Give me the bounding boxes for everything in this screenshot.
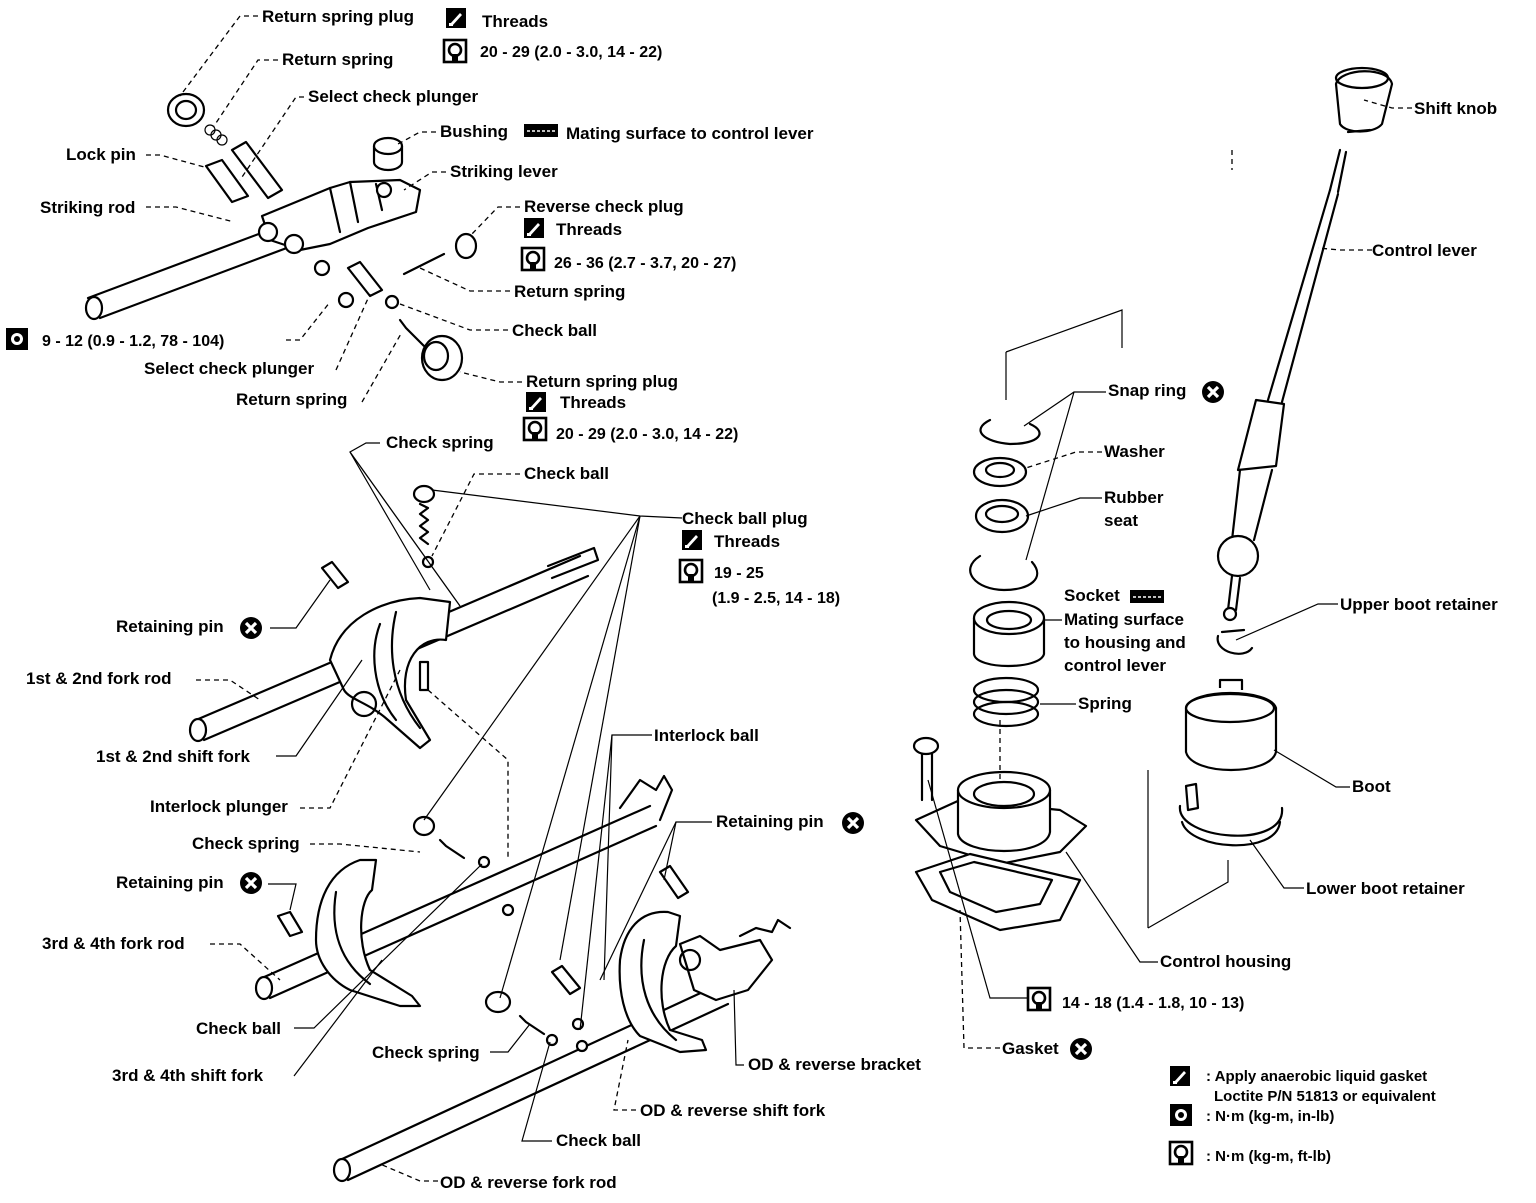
- replace-x-icon: [1068, 1036, 1094, 1062]
- label-rubber-seat-1: Rubber: [1104, 488, 1164, 507]
- label-retaining-pin-2: Retaining pin: [716, 812, 824, 831]
- label-socket-mating-3: control lever: [1064, 656, 1166, 675]
- replace-x-icon: [1200, 379, 1226, 405]
- label-check-ball-plug: Check ball plug: [682, 509, 808, 528]
- label-return-spring-bottom: Return spring: [236, 390, 347, 409]
- label-return-spring-top: Return spring: [282, 50, 393, 69]
- label-interlock-plunger: Interlock plunger: [150, 797, 288, 816]
- torque-ftlb-icon: [1026, 986, 1052, 1012]
- labels-right: Shift knob Control lever Snap ring Washe…: [1002, 99, 1498, 1062]
- threads-gasket-icon: [1170, 1066, 1190, 1086]
- label-threads-1: Threads: [482, 12, 548, 31]
- label-od-reverse-bracket: OD & reverse bracket: [748, 1055, 921, 1074]
- label-upper-boot-retainer: Upper boot retainer: [1340, 595, 1498, 614]
- leaders-bottom-left: [196, 442, 744, 1182]
- label-rubber-seat-2: seat: [1104, 511, 1138, 530]
- label-boot: Boot: [1352, 777, 1391, 796]
- labels-top-left: Return spring plug Threads 20 - 29 (2.0 …: [6, 7, 814, 443]
- label-shift-knob: Shift knob: [1414, 99, 1497, 118]
- label-striking-rod: Striking rod: [40, 198, 135, 217]
- label-lower-boot-retainer: Lower boot retainer: [1306, 879, 1465, 898]
- label-gasket: Gasket: [1002, 1039, 1059, 1058]
- threads-gasket-icon: [526, 392, 546, 412]
- label-torque-2: 26 - 36 (2.7 - 3.7, 20 - 27): [554, 255, 736, 272]
- threads-gasket-icon: [682, 530, 702, 550]
- return-spring-top-part: [204, 124, 228, 146]
- label-torque-3: 20 - 29 (2.0 - 3.0, 14 - 22): [556, 426, 738, 443]
- torque-ftlb-icon: [520, 246, 546, 272]
- fork-rod-assembly: [188, 484, 792, 1183]
- label-interlock-ball: Interlock ball: [654, 726, 759, 745]
- label-threads-3: Threads: [560, 393, 626, 412]
- label-check-ball-3: Check ball: [556, 1131, 641, 1150]
- torque-inlb-icon: [6, 328, 28, 350]
- legend-nm-inlb: : N·m (kg-m, in-lb): [1206, 1108, 1334, 1125]
- label-torque-5: 14 - 18 (1.4 - 1.8, 10 - 13): [1062, 995, 1244, 1012]
- label-check-spring-2: Check spring: [192, 834, 300, 853]
- leaders-right: [927, 99, 1412, 1049]
- grease-icon: [523, 123, 559, 138]
- legend: : Apply anaerobic liquid gasket Loctite …: [1168, 1066, 1436, 1166]
- threads-gasket-icon: [446, 8, 466, 28]
- label-retaining-pin-3: Retaining pin: [116, 873, 224, 892]
- label-mating-surface-control-lever: Mating surface to control lever: [566, 124, 814, 143]
- control-lever-assembly: [912, 66, 1394, 932]
- label-check-spring-1: Check spring: [386, 433, 494, 452]
- label-control-lever: Control lever: [1372, 241, 1477, 260]
- replace-x-icon: [238, 615, 264, 641]
- threads-gasket-icon: [524, 218, 544, 238]
- label-return-spring-plug-bottom: Return spring plug: [526, 372, 678, 391]
- label-socket-mating-2: to housing and: [1064, 633, 1186, 652]
- label-fork-rod-12: 1st & 2nd fork rod: [26, 669, 171, 688]
- label-washer: Washer: [1104, 442, 1165, 461]
- label-retaining-pin-1: Retaining pin: [116, 617, 224, 636]
- label-check-ball-1: Check ball: [524, 464, 609, 483]
- label-return-spring-plug-top: Return spring plug: [262, 7, 414, 26]
- label-shift-fork-34: 3rd & 4th shift fork: [112, 1066, 264, 1085]
- torque-inlb-icon: [1170, 1104, 1192, 1126]
- torque-ftlb-icon: [1168, 1140, 1194, 1166]
- legend-nm-ftlb: : N·m (kg-m, ft-lb): [1206, 1148, 1331, 1165]
- label-bushing: Bushing: [440, 122, 508, 141]
- replace-x-icon: [840, 810, 866, 836]
- grease-icon: [1129, 589, 1165, 604]
- labels-bottom-left: Check spring Check ball Check ball plug …: [26, 433, 921, 1192]
- label-check-ball-mid: Check ball: [512, 321, 597, 340]
- leaders-top-left: [146, 15, 522, 403]
- torque-ftlb-icon: [442, 38, 468, 64]
- striking-rod-assembly: [84, 92, 478, 382]
- label-torque-4a: 19 - 25: [714, 565, 764, 582]
- label-threads-2: Threads: [556, 220, 622, 239]
- torque-ftlb-icon: [678, 558, 704, 584]
- label-torque-1: 20 - 29 (2.0 - 3.0, 14 - 22): [480, 44, 662, 61]
- label-striking-lever: Striking lever: [450, 162, 558, 181]
- label-od-reverse-fork-rod: OD & reverse fork rod: [440, 1173, 617, 1192]
- legend-anaerobic-2: Loctite P/N 51813 or equivalent: [1214, 1088, 1436, 1105]
- label-snap-ring: Snap ring: [1108, 381, 1186, 400]
- label-return-spring-mid: Return spring: [514, 282, 625, 301]
- torque-ftlb-icon: [522, 416, 548, 442]
- label-spring: Spring: [1078, 694, 1132, 713]
- label-check-ball-2: Check ball: [196, 1019, 281, 1038]
- label-fork-rod-34: 3rd & 4th fork rod: [42, 934, 185, 953]
- label-shift-fork-12: 1st & 2nd shift fork: [96, 747, 251, 766]
- label-reverse-check-plug: Reverse check plug: [524, 197, 684, 216]
- label-select-check-plunger-bottom: Select check plunger: [144, 359, 314, 378]
- label-check-spring-3: Check spring: [372, 1043, 480, 1062]
- replace-x-icon: [238, 870, 264, 896]
- label-threads-4: Threads: [714, 532, 780, 551]
- label-socket: Socket: [1064, 586, 1120, 605]
- label-torque-inlb: 9 - 12 (0.9 - 1.2, 78 - 104): [42, 333, 224, 350]
- legend-anaerobic-1: : Apply anaerobic liquid gasket: [1206, 1068, 1427, 1085]
- label-od-reverse-shift-fork: OD & reverse shift fork: [640, 1101, 826, 1120]
- label-control-housing: Control housing: [1160, 952, 1291, 971]
- label-lock-pin: Lock pin: [66, 145, 136, 164]
- label-socket-mating-1: Mating surface: [1064, 610, 1184, 629]
- label-select-check-plunger-top: Select check plunger: [308, 87, 478, 106]
- label-torque-4b: (1.9 - 2.5, 14 - 18): [712, 590, 840, 607]
